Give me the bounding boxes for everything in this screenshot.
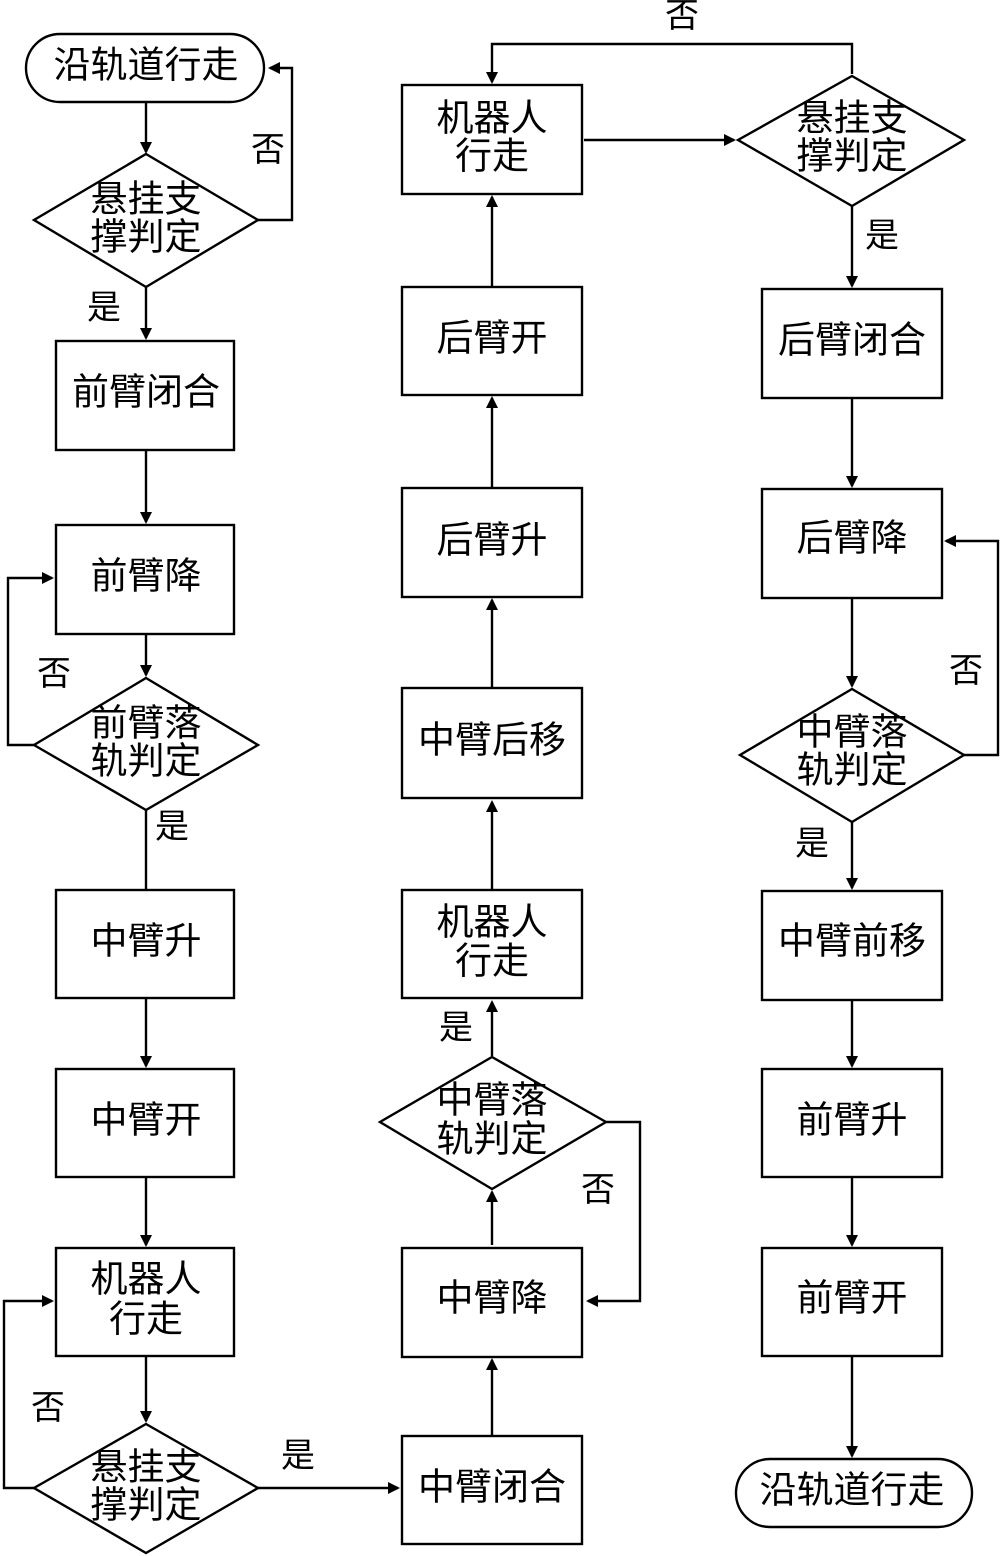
process-label: 中臂闭合: [418, 1466, 566, 1509]
process-label: 前臂开: [797, 1277, 908, 1320]
process-middle-arm-close: [400, 1434, 584, 1546]
process-label: 后臂开: [437, 317, 548, 360]
decision-front-arm-on-rail: [31, 676, 261, 812]
process-rear-arm-close: [760, 287, 944, 400]
decision-label-line1: 悬挂支: [91, 178, 202, 221]
process-label: 前臂闭合: [72, 371, 220, 414]
process-front-arm-close: [54, 339, 236, 452]
decision-label-line2: 撑判定: [91, 216, 202, 259]
process-middle-arm-lower: [400, 1246, 584, 1359]
process-front-arm-open: [760, 1246, 944, 1358]
process-label-line1: 机器人: [437, 97, 548, 140]
process-label-line2: 行走: [109, 1298, 183, 1341]
process-label-line2: 行走: [455, 135, 529, 178]
decision-label-line2: 轨判定: [91, 740, 202, 783]
edge-c3d2-no-loop: [944, 535, 1000, 757]
decision-label-line1: 中臂落: [437, 1079, 548, 1122]
process-label: 中臂前移: [778, 920, 926, 963]
process-middle-arm-raise: [54, 888, 236, 1000]
decision-suspension-support-3: [735, 74, 967, 208]
process-label-line1: 机器人: [437, 901, 548, 944]
process-middle-arm-forward: [760, 889, 944, 1002]
edge-labels: 否 是 否 是 否 是 否 是 否 是 否 是: [31, 0, 983, 1476]
decision-middle-arm-on-rail-2: [737, 687, 967, 824]
end-terminal: [734, 1457, 974, 1529]
decision-label-line1: 悬挂支: [91, 1446, 202, 1489]
process-middle-arm-open: [54, 1067, 236, 1179]
edge-d2-no-loop: [6, 572, 54, 747]
decision-suspension-support-2: [31, 1422, 261, 1555]
decision-middle-arm-on-rail-1: [377, 1055, 609, 1191]
decision-label-line1: 前臂落: [91, 702, 202, 745]
label-yes: 是: [281, 1436, 315, 1476]
process-robot-walk-1: [54, 1246, 236, 1358]
process-rear-arm-open: [400, 285, 584, 397]
process-middle-arm-back: [400, 686, 584, 800]
process-label: 后臂闭合: [778, 319, 926, 362]
process-label-line2: 行走: [455, 940, 529, 983]
label-yes: 是: [87, 288, 121, 328]
label-no: 否: [31, 1388, 65, 1428]
edges: [2, 42, 1000, 1494]
process-label: 中臂后移: [418, 719, 566, 762]
process-rear-arm-raise: [400, 486, 584, 599]
start-terminal-label: 沿轨道行走: [54, 44, 239, 87]
decision-suspension-support-1: [31, 152, 261, 289]
process-label: 后臂升: [437, 519, 548, 562]
label-no: 否: [581, 1170, 615, 1210]
label-yes: 是: [155, 807, 189, 847]
start-terminal: [24, 32, 266, 104]
process-robot-walk-2: [400, 888, 584, 1000]
label-no: 否: [949, 651, 983, 691]
process-front-arm-lower: [54, 523, 236, 636]
edge-c3d1-no-loop: [486, 42, 854, 84]
label-yes: 是: [439, 1008, 473, 1048]
process-rear-arm-lower: [760, 487, 944, 600]
end-terminal-label: 沿轨道行走: [760, 1469, 945, 1512]
decision-label-line1: 中臂落: [797, 711, 908, 754]
process-label: 中臂升: [91, 920, 202, 963]
process-robot-walk-3: [400, 83, 584, 196]
process-label-line1: 机器人: [91, 1258, 202, 1301]
process-label: 前臂升: [797, 1099, 908, 1142]
label-yes: 是: [865, 216, 899, 256]
nodes: 沿轨道行走 悬挂支 撑判定 前臂闭合 前臂降 前臂落 轨判定 中臂升 中臂开 机…: [24, 32, 974, 1555]
decision-label-line2: 轨判定: [437, 1118, 548, 1161]
process-label: 前臂降: [91, 555, 202, 598]
decision-label-line2: 轨判定: [797, 749, 908, 792]
process-label: 中臂降: [437, 1277, 548, 1320]
decision-label-line1: 悬挂支: [797, 97, 908, 140]
decision-label-line2: 撑判定: [91, 1484, 202, 1527]
process-label: 中臂开: [91, 1099, 202, 1142]
process-front-arm-raise: [760, 1067, 944, 1179]
edge-d1-no-loop: [258, 62, 294, 222]
label-no: 否: [37, 654, 71, 694]
decision-label-line2: 撑判定: [797, 135, 908, 178]
edge-d3-no-loop: [2, 1295, 54, 1490]
label-yes: 是: [795, 824, 829, 864]
process-label: 后臂降: [797, 517, 908, 560]
label-no: 否: [251, 130, 285, 170]
label-no: 否: [665, 0, 699, 36]
edge-c2d1-no-loop: [586, 1120, 642, 1307]
